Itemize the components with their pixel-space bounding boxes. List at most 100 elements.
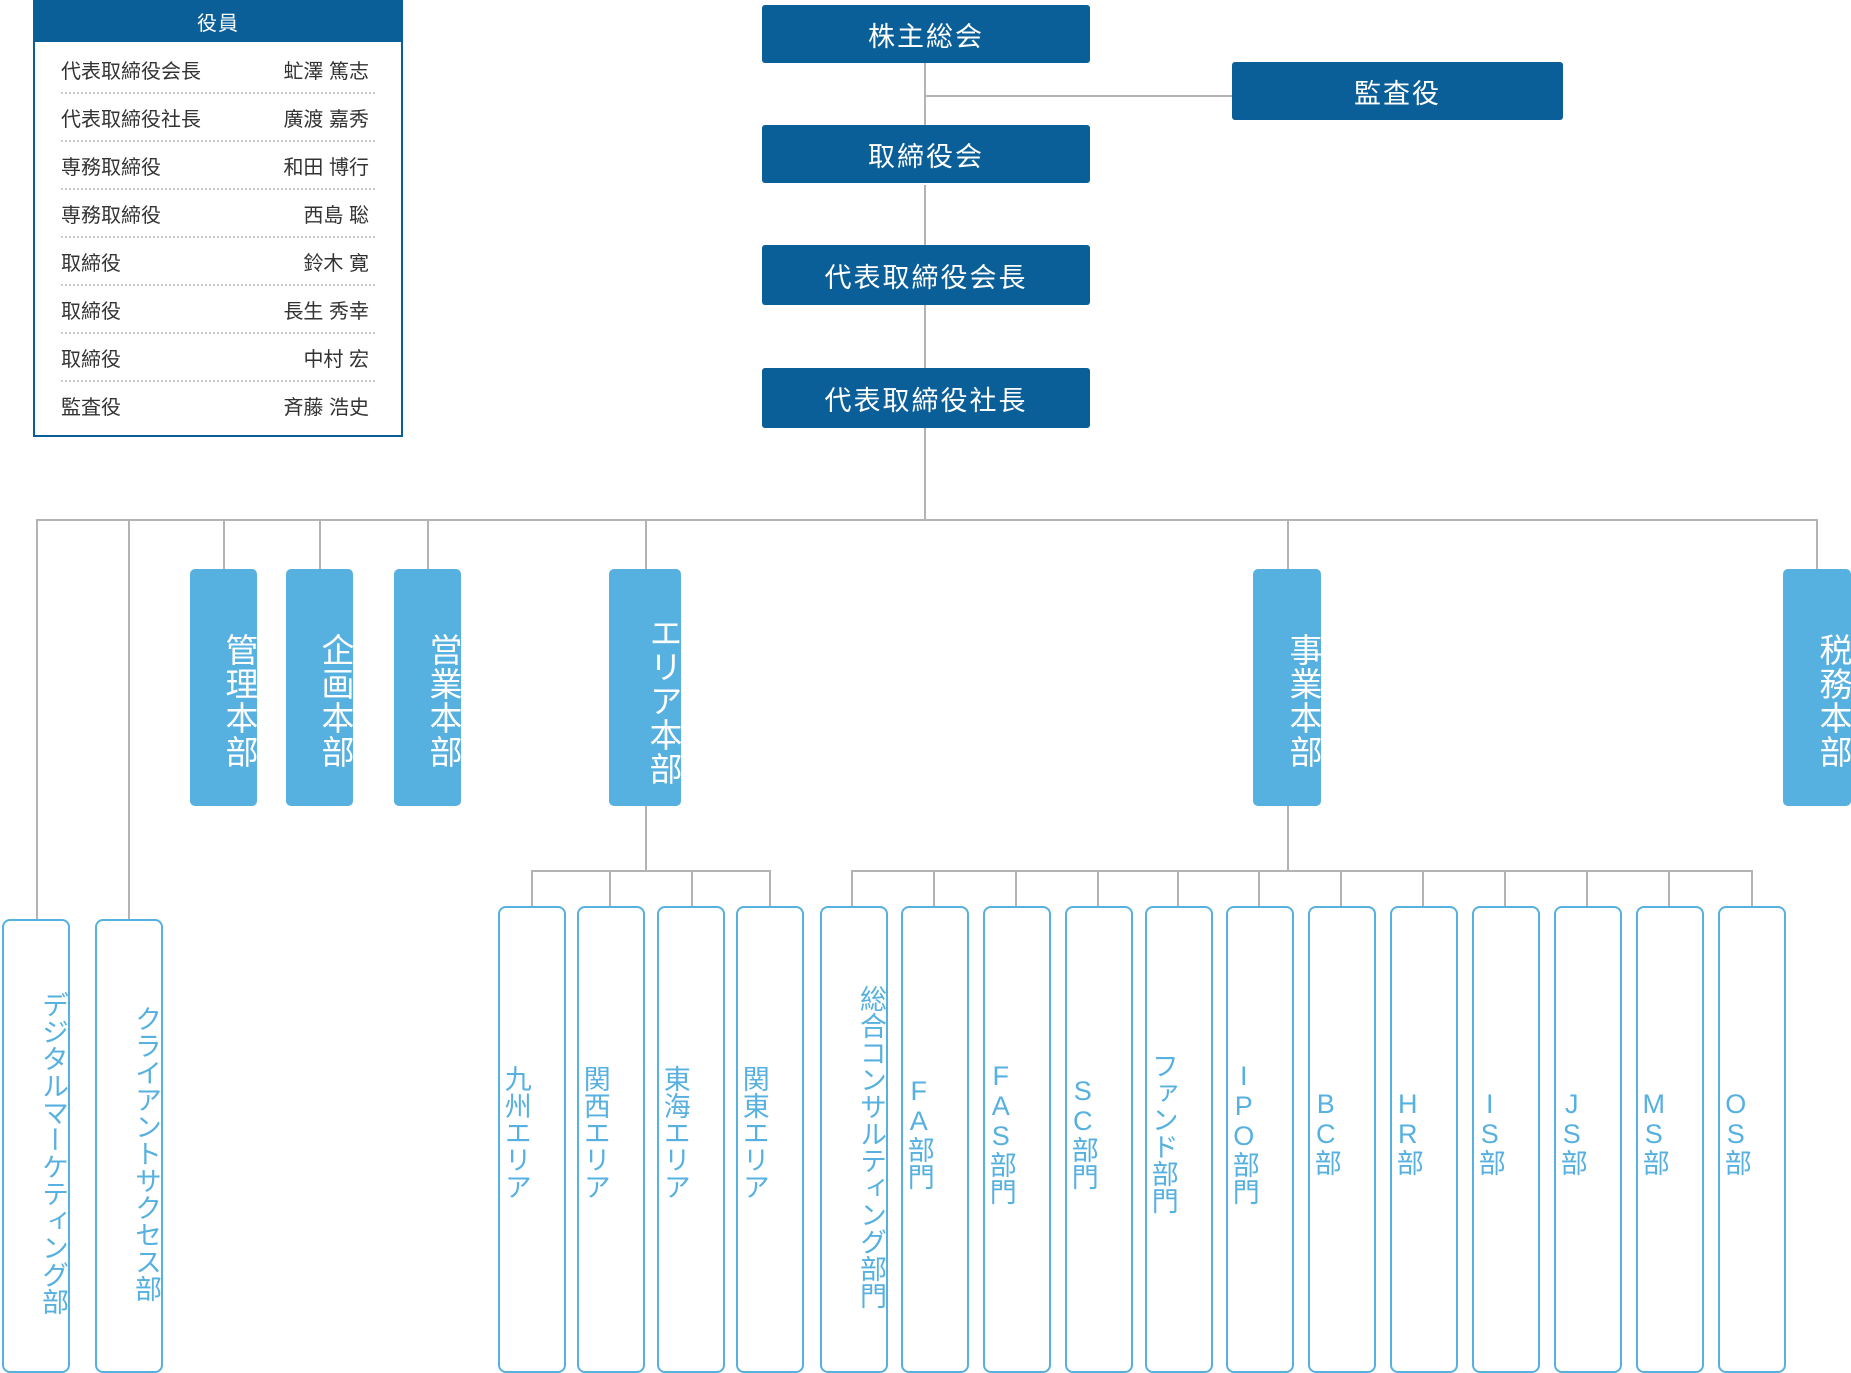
officer-name: 和田 博行 [283,156,369,179]
node-label: デジタルマーケティング部 [38,991,68,1315]
connector-jigyo-to-os [1751,870,1753,906]
node-label: 九州エリア [500,1065,531,1200]
node-division-zeimu[interactable]: 税務本部 [1783,569,1851,806]
connector-area-bus [531,870,771,872]
connector-bus-to-kanri [223,519,225,569]
officer-title: 監査役 [61,396,121,419]
node-department-kyushu-area[interactable]: 九州エリア [498,906,566,1373]
officer-row: 取締役 鈴木 寛 [61,238,375,286]
connector-bus-to-kikaku [319,519,321,569]
connector-jigyo-to-is [1504,870,1506,906]
connector-jigyo-to-js [1586,870,1588,906]
node-department-fa[interactable]: FA部門 [901,906,969,1373]
node-label: 税務本部 [1815,632,1851,769]
node-label: エリア本部 [645,615,682,786]
connector-chairman-president [924,305,926,375]
node-auditor[interactable]: 監査役 [1232,62,1563,120]
officer-row: 専務取締役 和田 博行 [61,142,375,190]
node-label: IS部 [1474,1089,1505,1176]
node-division-eigyo[interactable]: 営業本部 [394,569,462,806]
node-label: HR部 [1392,1089,1423,1176]
connector-jigyo-to-fund [1177,870,1179,906]
connector-jigyo-to-ms [1668,870,1670,906]
officer-row: 代表取締役会長 虻澤 篤志 [61,46,375,94]
node-label: 代表取締役会長 [824,262,1028,293]
officer-title: 代表取締役会長 [61,60,201,83]
node-label: JS部 [1556,1089,1587,1176]
officer-name: 長生 秀幸 [283,300,369,323]
node-department-general-consulting[interactable]: 総合コンサルティング部門 [820,906,888,1373]
node-label: IPO部門 [1228,1060,1259,1205]
officer-row: 取締役 中村 宏 [61,334,375,382]
node-representative-president[interactable]: 代表取締役社長 [762,368,1090,428]
node-label: OS部 [1720,1089,1751,1176]
connector-bus-to-client-success [128,519,130,919]
node-label: BC部 [1310,1089,1341,1176]
connector-jigyo-bus [851,870,1753,872]
node-label: MS部 [1638,1089,1669,1176]
connector-jigyo-to-consulting [851,870,853,906]
connector-bus-to-jigyo [1287,519,1289,569]
node-representative-chairman[interactable]: 代表取締役会長 [762,245,1090,305]
node-department-fund[interactable]: ファンド部門 [1145,906,1213,1373]
connector-area-down [645,806,647,871]
node-department-is[interactable]: IS部 [1472,906,1540,1373]
node-department-ipo[interactable]: IPO部門 [1226,906,1294,1373]
node-department-sc[interactable]: SC部門 [1065,906,1133,1373]
node-label: 関西エリア [579,1065,610,1200]
node-board-of-directors[interactable]: 取締役会 [762,125,1090,183]
node-division-area[interactable]: エリア本部 [609,569,682,806]
node-department-ms[interactable]: MS部 [1636,906,1704,1373]
officer-name: 斉藤 浩史 [283,396,369,419]
node-label: クライアントサクセス部 [131,1004,161,1302]
officers-card: 役員 代表取締役会長 虻澤 篤志 代表取締役社長 廣渡 嘉秀 専務取締役 和田 … [33,0,403,437]
node-department-client-success[interactable]: クライアントサクセス部 [95,919,163,1373]
officer-title: 取締役 [61,348,121,371]
node-department-kanto-area[interactable]: 関東エリア [736,906,804,1373]
node-department-kansai-area[interactable]: 関西エリア [577,906,645,1373]
node-label: 企画本部 [317,632,354,769]
node-shareholders-meeting[interactable]: 株主総会 [762,5,1090,63]
officer-title: 代表取締役社長 [61,108,201,131]
connector-bus-to-zeimu [1816,519,1818,569]
node-label: 管理本部 [221,632,258,769]
connector-jigyo-to-ipo [1258,870,1260,906]
node-department-tokai-area[interactable]: 東海エリア [657,906,725,1373]
officer-title: 専務取締役 [61,204,161,227]
connector-area-to-kyushu [531,870,533,906]
node-department-hr[interactable]: HR部 [1390,906,1458,1373]
node-department-fas[interactable]: FAS部門 [983,906,1051,1373]
officer-name: 西島 聡 [303,204,369,227]
node-label: ファンド部門 [1147,1051,1178,1214]
node-department-digital-marketing[interactable]: デジタルマーケティング部 [2,919,70,1373]
node-label: 営業本部 [425,632,462,769]
connector-area-to-kansai [609,870,611,906]
officer-title: 取締役 [61,300,121,323]
connector-jigyo-to-fa [933,870,935,906]
connector-shareholders-auditor [924,95,1234,97]
connector-jigyo-to-sc [1097,870,1099,906]
node-division-jigyo[interactable]: 事業本部 [1253,569,1322,806]
node-label: 株主総会 [868,21,984,52]
officer-row: 代表取締役社長 廣渡 嘉秀 [61,94,375,142]
officer-row: 取締役 長生 秀幸 [61,286,375,334]
connector-area-to-kanto [769,870,771,906]
node-label: SC部門 [1067,1075,1098,1190]
node-label: 事業本部 [1285,632,1322,769]
officer-name: 虻澤 篤志 [283,60,369,83]
node-department-os[interactable]: OS部 [1718,906,1786,1373]
connector-jigyo-to-fas [1015,870,1017,906]
officers-list: 代表取締役会長 虻澤 篤志 代表取締役社長 廣渡 嘉秀 専務取締役 和田 博行 … [35,42,401,428]
node-label: 関東エリア [738,1065,769,1200]
node-department-js[interactable]: JS部 [1554,906,1622,1373]
connector-bus-to-digital-marketing [36,519,38,919]
node-division-kikaku[interactable]: 企画本部 [286,569,354,806]
connector-president-bus [924,428,926,520]
node-label: FAS部門 [985,1060,1016,1205]
node-division-kanri[interactable]: 管理本部 [190,569,258,806]
node-label: 代表取締役社長 [824,385,1028,416]
node-department-bc[interactable]: BC部 [1308,906,1376,1373]
node-label: 取締役会 [868,141,984,172]
officer-name: 中村 宏 [303,348,369,371]
